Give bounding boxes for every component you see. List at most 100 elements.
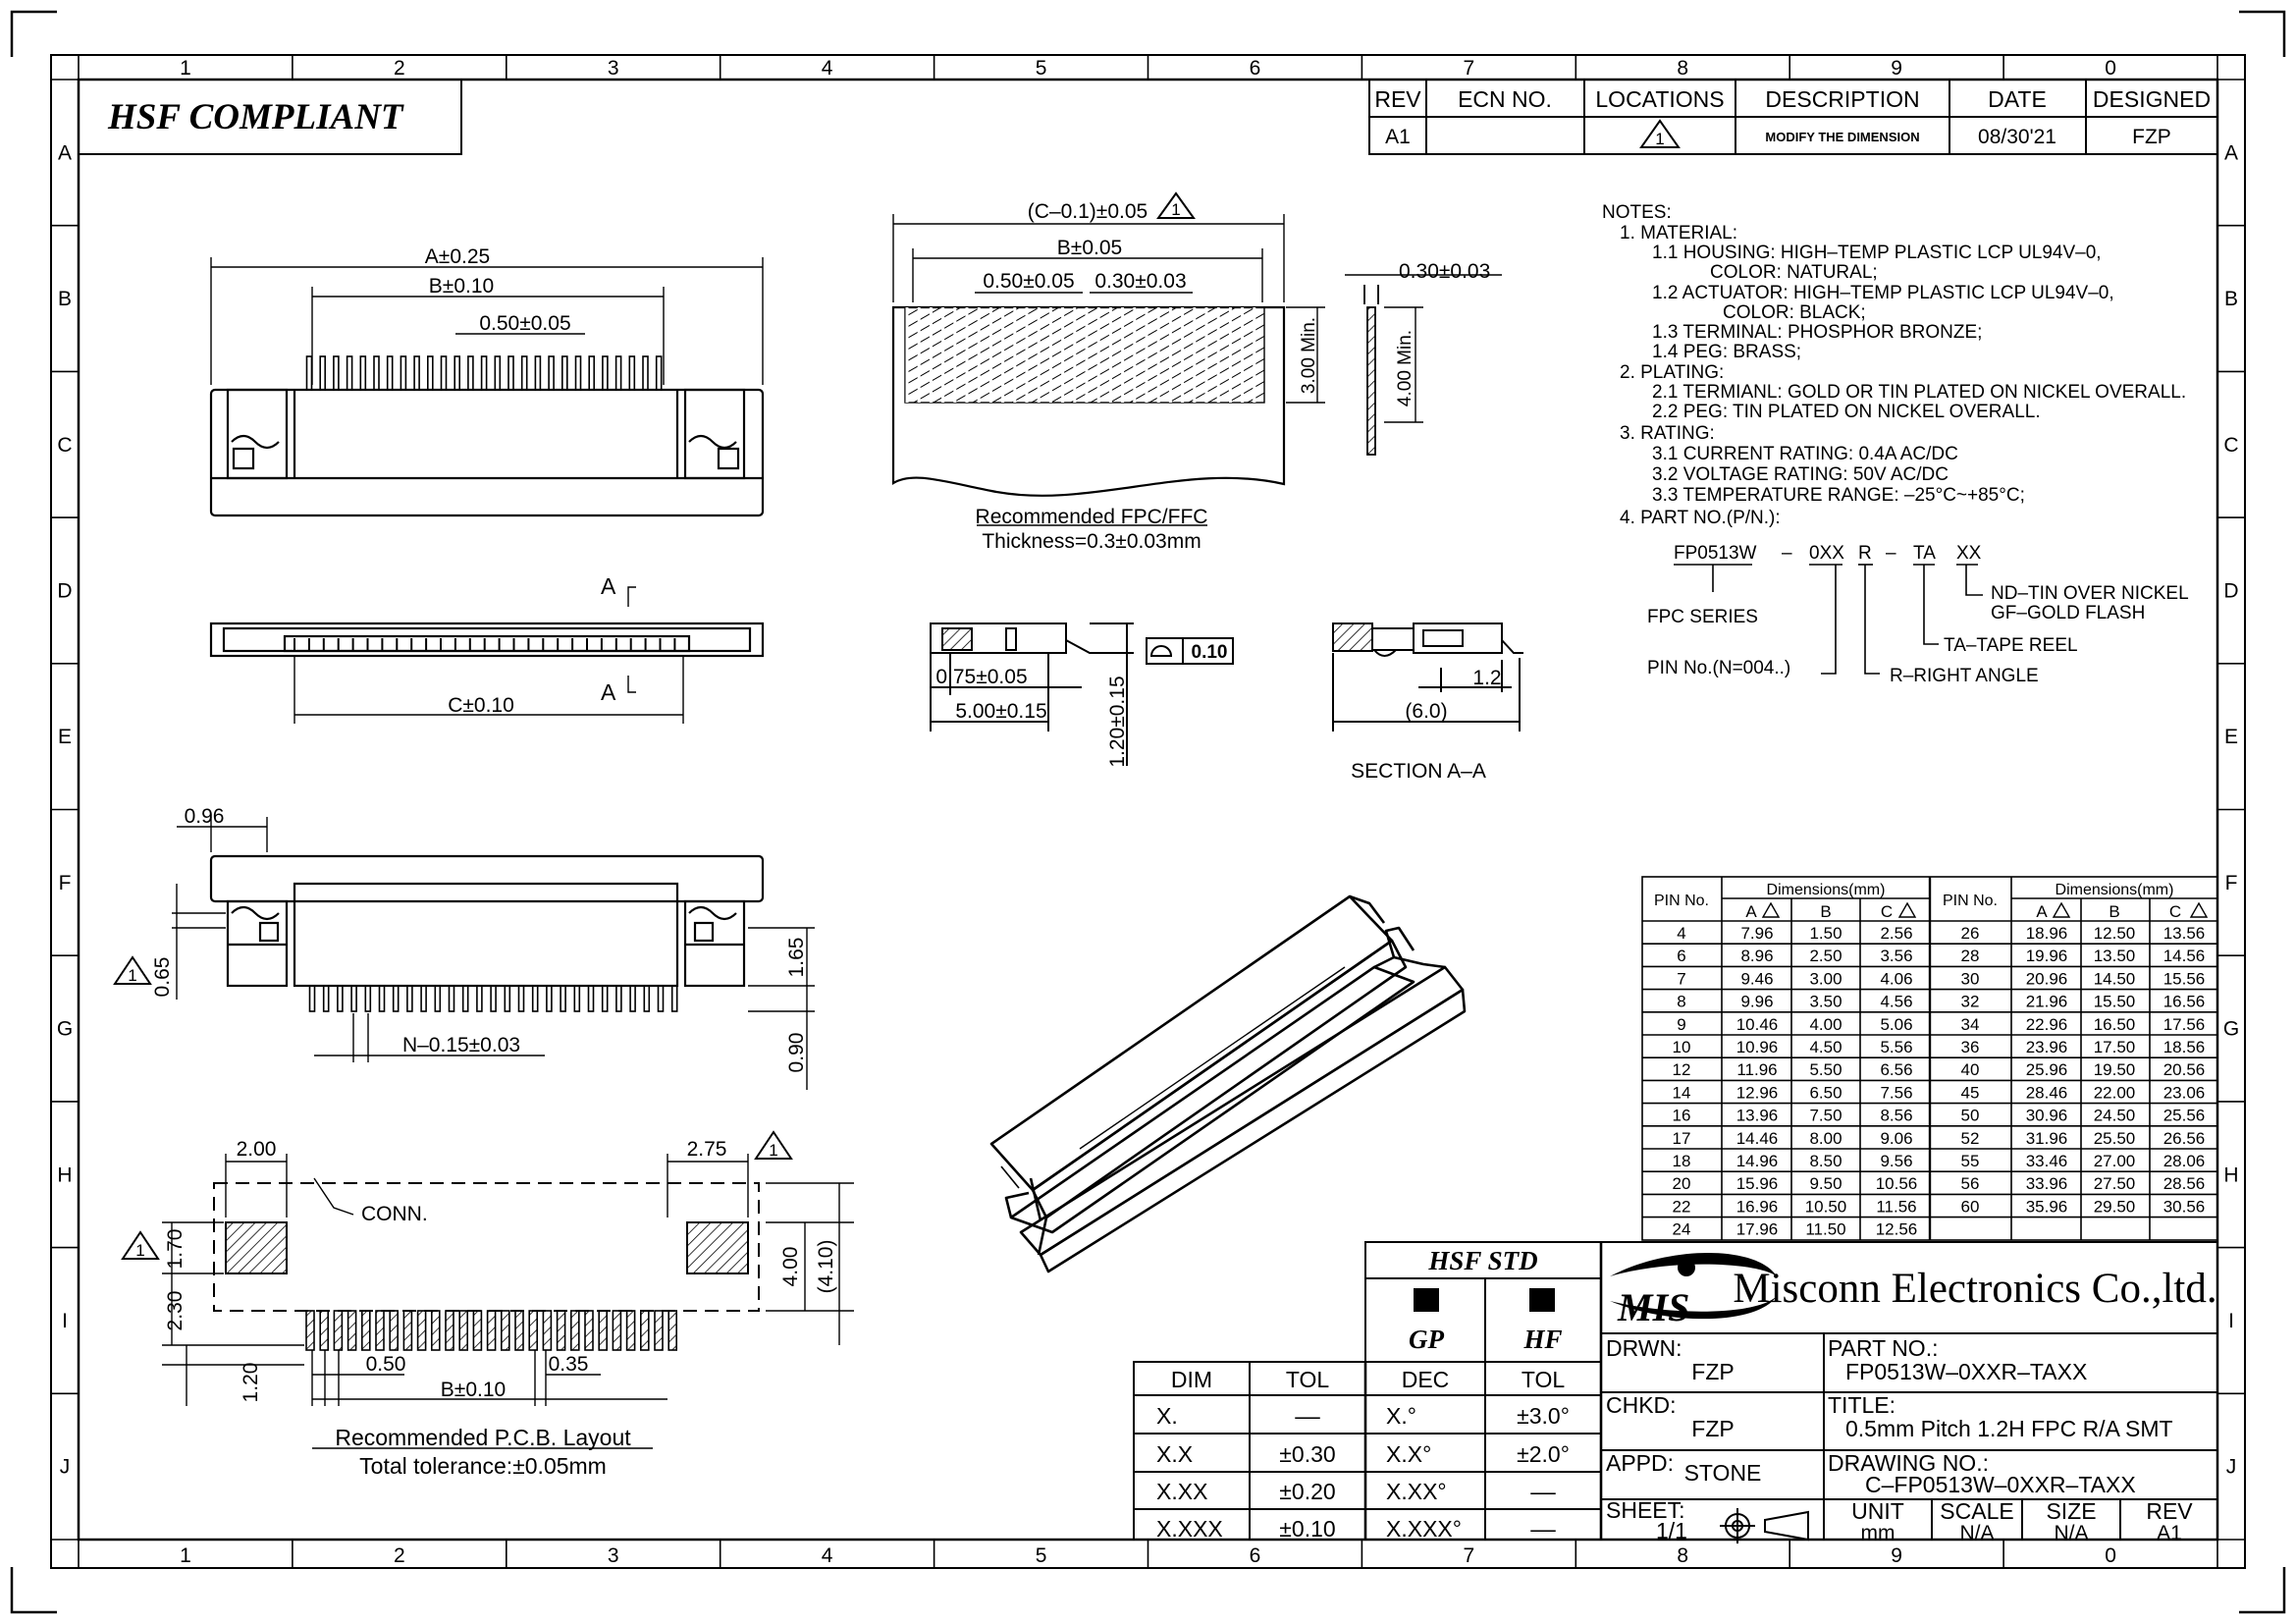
table-cell: 22 bbox=[1673, 1197, 1691, 1216]
section-view: 1.2 (6.0) SECTION A–A bbox=[1332, 623, 1523, 783]
pcb-dim-410: (4.10) bbox=[815, 1240, 837, 1294]
table-cell: 6 bbox=[1677, 947, 1685, 965]
table-cell: 22.96 bbox=[2026, 1015, 2068, 1034]
rev-header-date: DATE bbox=[1988, 86, 2047, 112]
svg-text:–: – bbox=[1782, 543, 1792, 564]
table-cell: 34 bbox=[1961, 1015, 1980, 1034]
pcb-caption-2: Total tolerance:±0.05mm bbox=[359, 1453, 607, 1479]
table-subheader: C bbox=[1881, 902, 1893, 921]
table-cell: 13.50 bbox=[2094, 947, 2136, 965]
tol-cell: X.X bbox=[1156, 1441, 1193, 1467]
table-cell: 26 bbox=[1961, 924, 1980, 943]
table-cell: 18 bbox=[1673, 1152, 1691, 1170]
svg-text:1: 1 bbox=[128, 966, 136, 985]
dim-500: 5.00±0.15 bbox=[955, 700, 1046, 723]
tol-cell: X.° bbox=[1386, 1403, 1416, 1429]
grid-col-label: 4 bbox=[822, 1544, 833, 1567]
grid-col-label: 5 bbox=[1036, 1544, 1047, 1567]
table-cell: 15.50 bbox=[2094, 993, 2136, 1011]
grid-col-label: 1 bbox=[180, 1544, 191, 1567]
change-triangle-icon: 1 bbox=[121, 1230, 160, 1260]
company-logo: MIS bbox=[1610, 1253, 1777, 1329]
note-line: 1.2 ACTUATOR: HIGH–TEMP PLASTIC LCP UL94… bbox=[1652, 283, 2114, 303]
tol-cell: X.XX bbox=[1156, 1479, 1207, 1504]
table-cell: 31.96 bbox=[2026, 1129, 2068, 1148]
tol-cell: ±3.0° bbox=[1517, 1403, 1570, 1429]
rev-designed: FZP bbox=[2132, 126, 2171, 148]
fpc-caption-2: Thickness=0.3±0.03mm bbox=[982, 530, 1201, 553]
table-cell: 25.50 bbox=[2094, 1129, 2136, 1148]
table-header-dims-2: Dimensions(mm) bbox=[2056, 882, 2174, 898]
projection-icon bbox=[1720, 1508, 1809, 1543]
pcb-layout-view: 2.00 2.75 1 CONN. 1 1.70 2.30 4.00 (4.10… bbox=[121, 1130, 854, 1479]
table-cell: 9 bbox=[1677, 1015, 1685, 1034]
top-view: A±0.25 B±0.10 0.50±0.05 bbox=[209, 245, 765, 517]
grid-row-label: E bbox=[2224, 726, 2238, 748]
tol-cell: –– bbox=[1530, 1516, 1556, 1542]
sheet-label: SHEET: bbox=[1606, 1497, 1685, 1523]
dim-fpc-min3: 3.00 Min. bbox=[1299, 317, 1319, 394]
table-cell: 10 bbox=[1673, 1038, 1691, 1056]
note-line: 1. MATERIAL: bbox=[1620, 223, 1737, 244]
table-cell: 10.46 bbox=[1736, 1015, 1779, 1034]
table-cell: 40 bbox=[1961, 1060, 1980, 1079]
note-line: 3.3 TEMPERATURE RANGE: –25°C~+85°C; bbox=[1652, 485, 2025, 506]
table-cell: 15.96 bbox=[1736, 1174, 1779, 1193]
table-cell: 14 bbox=[1673, 1083, 1691, 1102]
table-subheader: C bbox=[2169, 902, 2181, 921]
table-cell: 2.50 bbox=[1809, 947, 1842, 965]
dim-c: C±0.10 bbox=[448, 694, 514, 717]
dim-1-2: 1.2 bbox=[1472, 667, 1501, 689]
tol-cell: ±0.30 bbox=[1279, 1441, 1335, 1467]
grid-row-label: J bbox=[2226, 1456, 2237, 1479]
table-cell: 12.50 bbox=[2094, 924, 2136, 943]
table-cell: 14.56 bbox=[2163, 947, 2206, 965]
note-line: 1.3 TERMINAL: PHOSPHOR BRONZE; bbox=[1652, 322, 1982, 343]
code-plating: XX bbox=[1956, 543, 1982, 564]
dim-fpc-thickness: 0.30±0.03 bbox=[1399, 260, 1490, 283]
fpc-caption-1: Recommended FPC/FFC bbox=[976, 506, 1208, 528]
table-cell: 8.00 bbox=[1809, 1129, 1842, 1148]
table-cell: 7.96 bbox=[1740, 924, 1773, 943]
notes-block: NOTES:1. MATERIAL:1.1 HOUSING: HIGH–TEMP… bbox=[1602, 202, 2186, 528]
table-cell: 4.50 bbox=[1809, 1038, 1842, 1056]
dim-pin-width: N–0.15±0.03 bbox=[402, 1034, 520, 1056]
tol-cell: X.X° bbox=[1386, 1441, 1431, 1467]
table-cell: 13.96 bbox=[1736, 1107, 1779, 1125]
table-cell: 7.50 bbox=[1809, 1107, 1842, 1125]
table-cell: 17.56 bbox=[2163, 1015, 2206, 1034]
table-cell: 16 bbox=[1673, 1107, 1691, 1125]
tape-reel-label: TA–TAPE REEL bbox=[1944, 635, 2078, 656]
note-line: 3.2 VOLTAGE RATING: 50V AC/DC bbox=[1652, 464, 1949, 485]
note-line: 1.1 HOUSING: HIGH–TEMP PLASTIC LCP UL94V… bbox=[1652, 243, 2102, 263]
table-cell: 9.46 bbox=[1740, 969, 1773, 988]
table-cell: 17 bbox=[1673, 1129, 1691, 1148]
hf-label: HF bbox=[1522, 1325, 1562, 1354]
table-cell: 17.96 bbox=[1736, 1220, 1779, 1239]
table-cell: 2.56 bbox=[1880, 924, 1912, 943]
title-value: 0.5mm Pitch 1.2H FPC R/A SMT bbox=[1845, 1416, 2173, 1441]
drwn-label: DRWN: bbox=[1606, 1335, 1682, 1361]
code-tape: TA bbox=[1913, 543, 1936, 564]
size-value: N/A bbox=[2054, 1522, 2088, 1544]
hf-marker bbox=[1529, 1288, 1555, 1312]
rear-view: 0.96 1 0.65 1.65 0.90 N–0.15±0.03 bbox=[113, 805, 815, 1090]
table-cell: 8 bbox=[1677, 993, 1685, 1011]
tol-cell: ±0.10 bbox=[1279, 1516, 1335, 1542]
part-label: PART NO.: bbox=[1828, 1335, 1938, 1361]
logo-text: MIS bbox=[1617, 1285, 1689, 1329]
dim-p030: 0.30±0.03 bbox=[1095, 270, 1186, 293]
grid-row-label: H bbox=[57, 1164, 72, 1186]
border-grid bbox=[51, 55, 2245, 1568]
grid-row-label: E bbox=[58, 726, 72, 748]
table-cell: 5.50 bbox=[1809, 1060, 1842, 1079]
table-cell: 9.06 bbox=[1880, 1129, 1912, 1148]
part-value: FP0513W–0XXR–TAXX bbox=[1845, 1359, 2087, 1384]
tol-cell: X.XX° bbox=[1386, 1479, 1447, 1504]
tol-header: TOL bbox=[1286, 1367, 1330, 1392]
table-cell: 28 bbox=[1961, 947, 1980, 965]
table-cell: 19.96 bbox=[2026, 947, 2068, 965]
table-cell: 14.50 bbox=[2094, 969, 2136, 988]
grid-row-label: G bbox=[57, 1018, 73, 1041]
